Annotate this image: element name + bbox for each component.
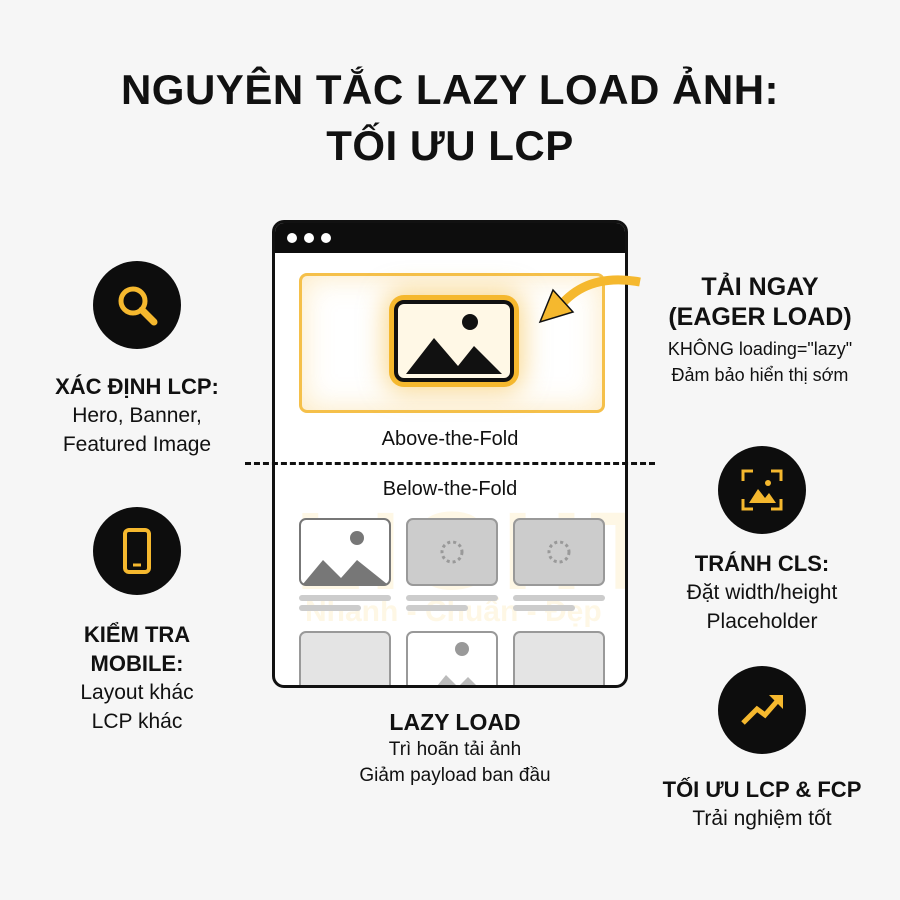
- loaded-thumbnail: [406, 631, 498, 685]
- image-frame-icon: [718, 446, 806, 534]
- magnifier-icon: [93, 261, 181, 349]
- arrow-icon: [538, 275, 641, 324]
- loaded-thumbnail: [299, 518, 391, 586]
- loading-thumbnail: [406, 518, 498, 586]
- below-fold-label: Below-the-Fold: [382, 478, 518, 500]
- hero-image-box: [299, 273, 605, 413]
- fold-divider: [245, 462, 655, 465]
- hero-image-icon: [394, 300, 514, 382]
- eager-load-label: TẢI NGAY (EAGER LOAD) KHÔNG loading="laz…: [667, 273, 853, 385]
- identify-lcp-label: XÁC ĐỊNH LCP:Hero, Banner,Featured Image: [55, 374, 219, 456]
- above-fold-label: Above-the-Fold: [381, 428, 519, 450]
- loading-thumbnail: [299, 631, 391, 685]
- browser-window: LIGHT Nhanh - Chuẩn - Đẹp Above-the-Fold…: [272, 220, 628, 688]
- loading-thumbnail: [513, 631, 605, 685]
- page-title: NGUYÊN TẮC LAZY LOAD ẢNH:TỐI ƯU LCP: [120, 66, 780, 169]
- loading-thumbnail: [513, 518, 605, 586]
- smartphone-icon: [93, 507, 181, 595]
- trend-up-icon: [718, 666, 806, 754]
- browser-titlebar: [275, 223, 625, 253]
